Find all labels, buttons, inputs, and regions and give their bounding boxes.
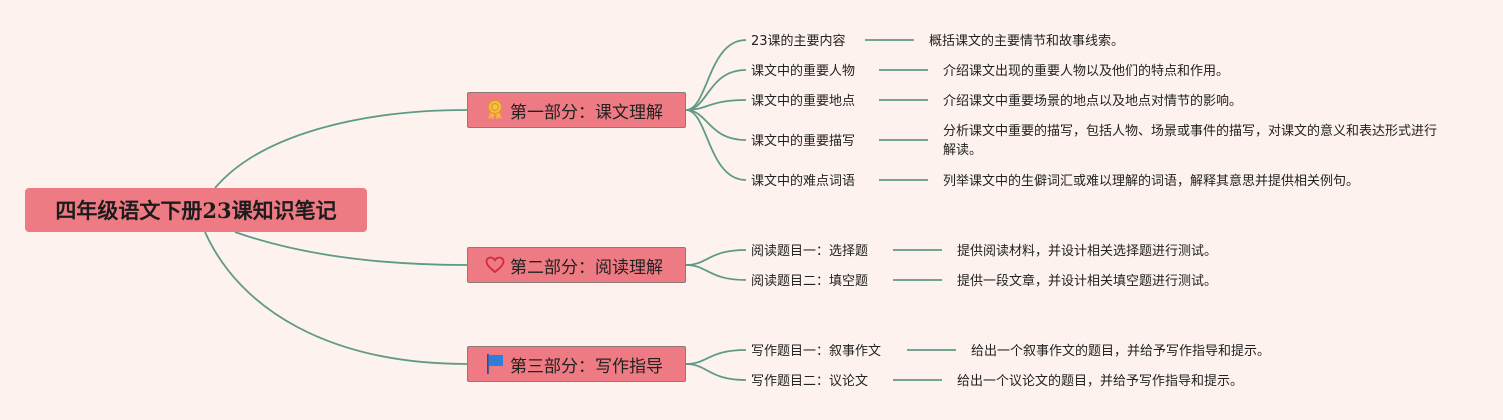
leaf-description: 介绍课文出现的重要人物以及他们的特点和作用。 xyxy=(943,64,1230,79)
leaf-description: 介绍课文中重要场景的地点以及地点对情节的影响。 xyxy=(943,94,1243,109)
part-title-3: 第三部分：写作指导 xyxy=(510,356,663,377)
part-node-3[interactable]: 第三部分：写作指导 xyxy=(467,346,686,382)
award-ribbon-icon xyxy=(484,99,506,121)
part-1-to-leaf-3-connector xyxy=(685,99,747,111)
leaf-label[interactable]: 写作题目二：议论文 xyxy=(751,374,869,389)
leaf-label[interactable]: 23课的主要内容 xyxy=(751,34,846,49)
leaf-label[interactable]: 阅读题目二：填空题 xyxy=(751,274,869,289)
leaf-label[interactable]: 阅读题目一：选择题 xyxy=(751,244,869,259)
leaf-description: 概括课文的主要情节和故事线索。 xyxy=(929,34,1125,49)
part-node-2[interactable]: 第二部分：阅读理解 xyxy=(467,247,686,283)
part-3-to-leaf-1-connector xyxy=(685,349,747,365)
part-1-to-leaf-1-connector xyxy=(685,39,747,111)
leaf-description: 给出一个议论文的题目，并给予写作指导和提示。 xyxy=(957,374,1244,389)
heart-icon xyxy=(484,254,506,276)
root-title: 四年级语文下册23课知识笔记 xyxy=(55,198,337,223)
leaf-label[interactable]: 课文中的重要地点 xyxy=(751,94,856,109)
leaf-description: 提供阅读材料，并设计相关选择题进行测试。 xyxy=(957,244,1218,259)
leaf-description: 分析课文中重要的描写，包括人物、场景或事件的描写，对课文的意义和表达形式进行解读… xyxy=(943,124,1438,158)
leaf-label[interactable]: 课文中的重要人物 xyxy=(751,64,856,79)
flag-icon xyxy=(484,353,506,375)
leaf-description: 给出一个叙事作文的题目，并给予写作指导和提示。 xyxy=(971,344,1271,359)
part-1-to-leaf-5-connector xyxy=(685,109,747,181)
part-title-2: 第二部分：阅读理解 xyxy=(510,257,663,278)
leaf-description: 提供一段文章，并设计相关填空题进行测试。 xyxy=(957,274,1218,289)
part-1-to-leaf-4-connector xyxy=(685,109,747,141)
leaf-label[interactable]: 写作题目一：叙事作文 xyxy=(751,344,882,359)
root-to-part-2-connector xyxy=(234,231,468,266)
root-to-part-3-connector xyxy=(204,231,468,365)
part-2-to-leaf-1-connector xyxy=(685,249,747,266)
root-node[interactable]: 四年级语文下册23课知识笔记 xyxy=(25,188,367,232)
part-node-1[interactable]: 第一部分：课文理解 xyxy=(467,92,686,128)
part-title-1: 第一部分：课文理解 xyxy=(510,102,663,123)
part-3-to-leaf-2-connector xyxy=(685,363,747,381)
leaf-label[interactable]: 课文中的重要描写 xyxy=(751,134,856,149)
root-to-part-1-connector xyxy=(214,109,468,189)
leaf-description: 列举课文中的生僻词汇或难以理解的词语，解释其意思并提供相关例句。 xyxy=(943,174,1360,189)
part-2-to-leaf-2-connector xyxy=(685,264,747,281)
leaf-label[interactable]: 课文中的难点词语 xyxy=(751,174,856,189)
